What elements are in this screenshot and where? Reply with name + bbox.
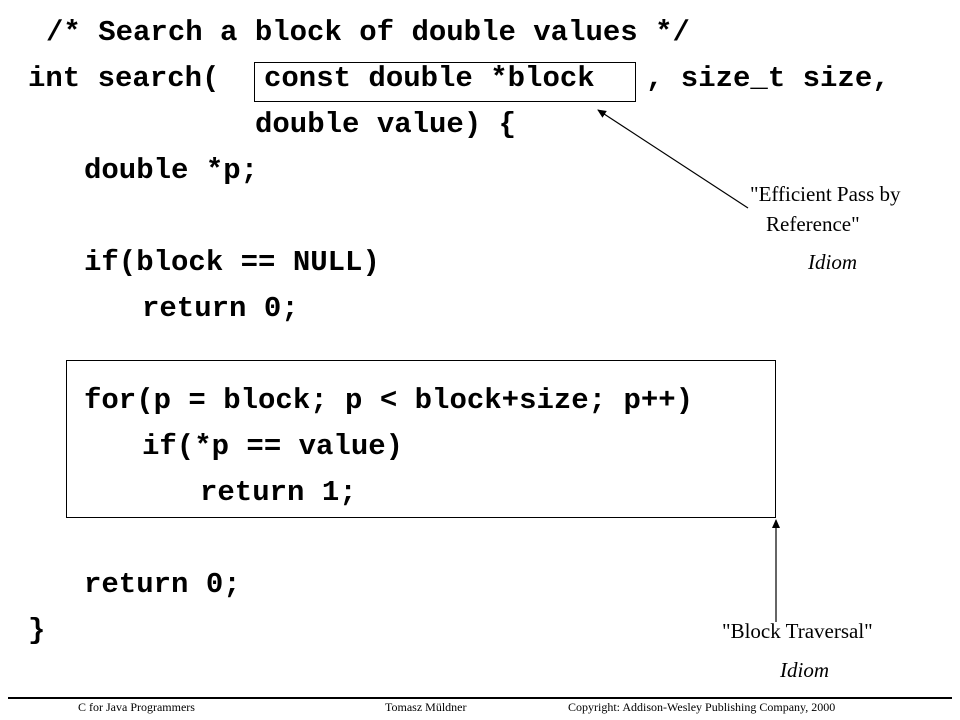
code-line-return-zero-inner: return 0; (142, 292, 299, 325)
block-traversal-label: "Block Traversal" (722, 619, 873, 643)
pass-by-reference-label-line1: "Efficient Pass by (750, 182, 901, 206)
code-line-closing-brace: } (28, 614, 46, 647)
code-line-signature-cont: double value) { (255, 108, 517, 141)
code-line-return-zero: return 0; (84, 568, 241, 601)
pass-by-reference-idiom-tag: Idiom (808, 250, 857, 274)
code-line-if-match: if(*p == value) (142, 430, 404, 463)
param-highlight-box (254, 62, 636, 102)
loop-highlight-box (66, 360, 776, 518)
footer-author: Tomasz Müldner (385, 700, 467, 714)
footer-copyright: Copyright: Addison-Wesley Publishing Com… (568, 700, 836, 714)
block-traversal-idiom-tag: Idiom (780, 658, 829, 682)
code-line-signature-param-block: const double *block (264, 62, 595, 95)
code-line-for-loop: for(p = block; p < block+size; p++) (84, 384, 694, 417)
pass-by-reference-arrow (597, 109, 749, 209)
code-line-decl: double *p; (84, 154, 259, 187)
footer-course-title: C for Java Programmers (78, 700, 195, 714)
code-line-signature-start: int search( (28, 62, 220, 95)
code-comment: /* Search a block of double values */ (46, 16, 690, 49)
code-line-return-one: return 1; (200, 476, 357, 509)
pass-by-reference-label-line2: Reference" (766, 212, 860, 236)
code-line-if-null: if(block == NULL) (84, 246, 380, 279)
code-line-signature-end: , size_t size, (646, 62, 890, 95)
footer-divider (8, 697, 952, 699)
